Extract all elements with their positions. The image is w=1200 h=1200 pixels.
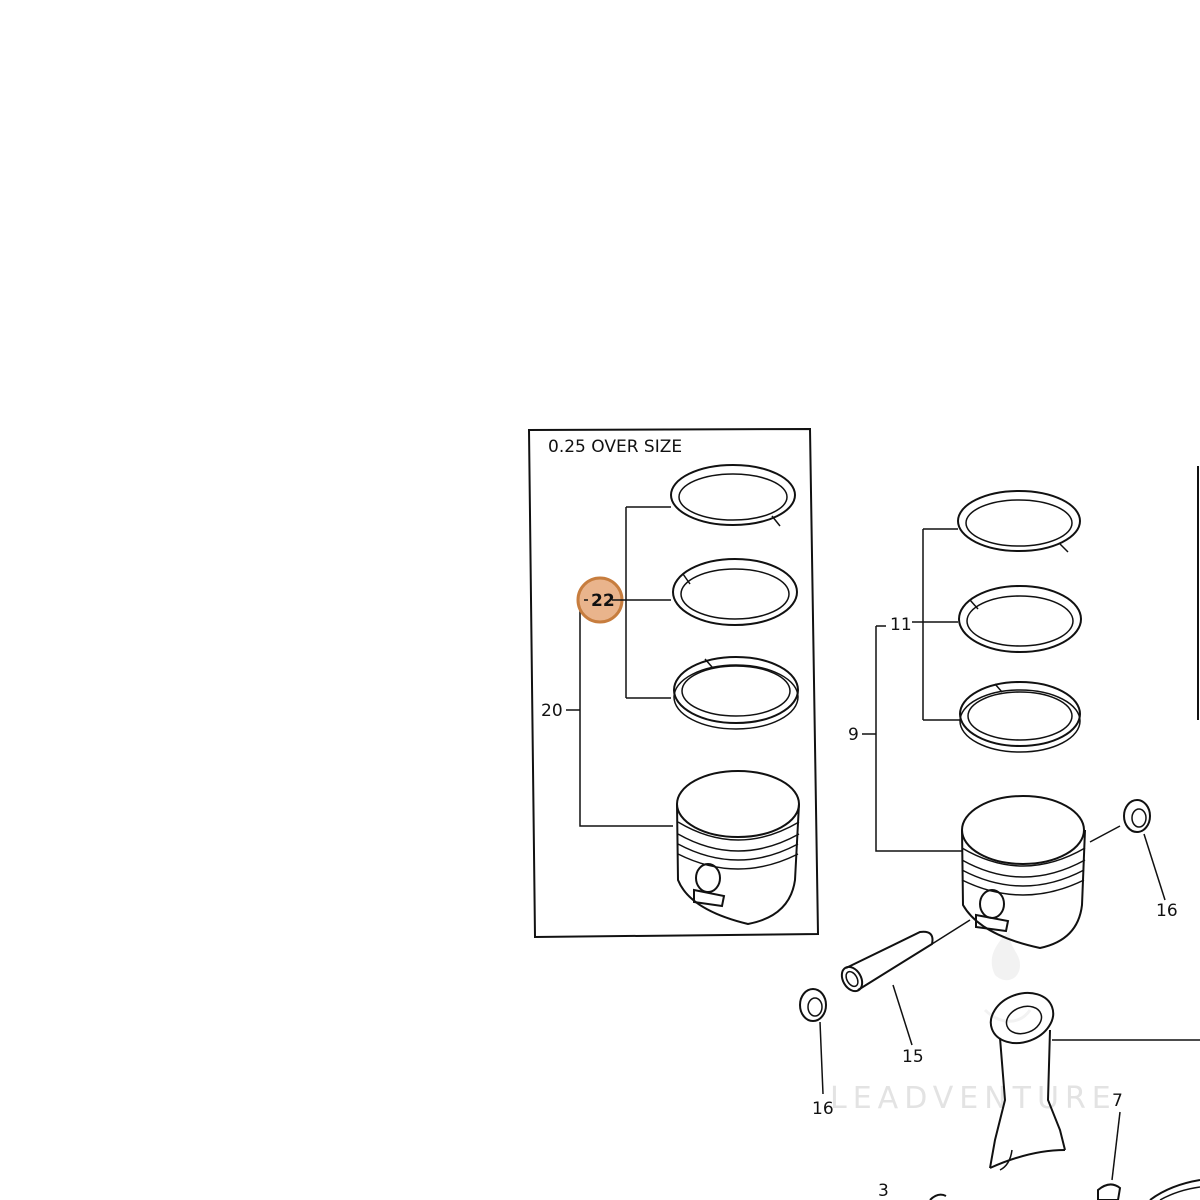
callout-11-label: 11 bbox=[890, 615, 912, 635]
callout-7-label: 7 bbox=[1112, 1091, 1123, 1111]
inset-frame bbox=[527, 427, 820, 939]
circlip-right: 16 bbox=[1089, 799, 1178, 921]
inset-piston bbox=[676, 770, 800, 926]
callout-22-label: 22 bbox=[591, 591, 615, 611]
piston-assy-bracket bbox=[566, 600, 673, 827]
callout-16-right-label: 16 bbox=[1156, 901, 1178, 921]
standard-piston: 9 bbox=[848, 625, 1086, 950]
piston-pin: 15 bbox=[840, 919, 971, 1067]
inset-title: 0.25 OVER SIZE bbox=[548, 437, 682, 457]
inset-ring-top bbox=[670, 464, 796, 527]
inset-ring-second bbox=[672, 558, 798, 626]
ring-set-bracket-std bbox=[912, 528, 960, 721]
callout-16-left-label: 16 bbox=[812, 1099, 834, 1119]
standard-rings: 11 bbox=[890, 490, 1082, 753]
connecting-rod bbox=[989, 991, 1200, 1171]
ring-set-bracket bbox=[625, 506, 671, 699]
ring-top bbox=[957, 490, 1081, 553]
watermark-text: LEADVENTURE bbox=[830, 1081, 1117, 1116]
circlip-left: 16 bbox=[799, 988, 834, 1119]
watermark: LEADVENTURE bbox=[830, 930, 1117, 1116]
oversize-inset: 0.25 OVER SIZE bbox=[527, 427, 820, 939]
piston-assy-bracket-std bbox=[862, 625, 962, 852]
inset-ring-oil bbox=[673, 656, 799, 730]
ring-second bbox=[958, 585, 1082, 653]
callout-22-hotspot[interactable]: 22 bbox=[576, 576, 626, 624]
watermark-logo-icon bbox=[983, 930, 1032, 1023]
callout-20-label: 20 bbox=[541, 701, 563, 721]
callout-3-label: 3 bbox=[878, 1181, 889, 1200]
ring-oil bbox=[959, 681, 1081, 753]
bearing-partial: 3 bbox=[878, 1179, 1200, 1200]
callout-9-label: 9 bbox=[848, 725, 859, 745]
callout-15-label: 15 bbox=[902, 1047, 924, 1067]
rod-bolt: 7 bbox=[1097, 1091, 1123, 1200]
